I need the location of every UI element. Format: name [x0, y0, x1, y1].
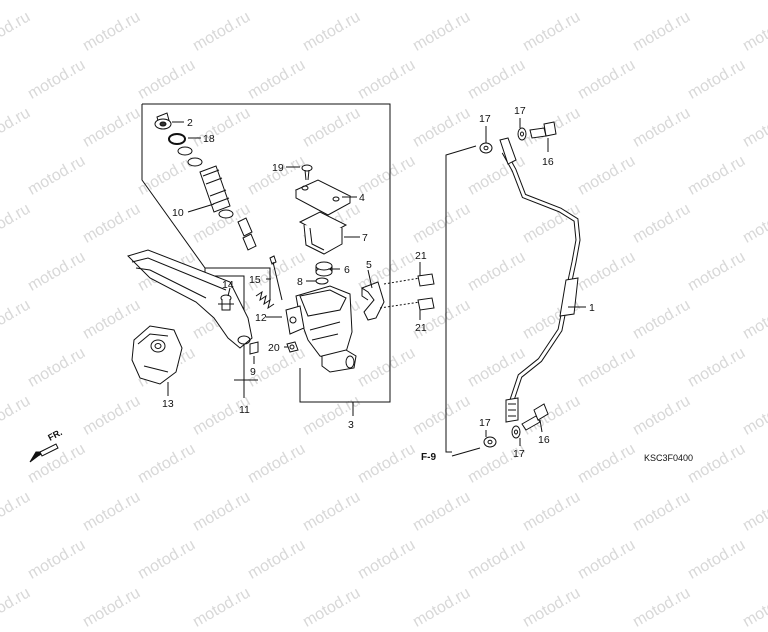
- callout-part-3: 3: [348, 419, 354, 431]
- brake-lever-part-11: [127, 249, 253, 349]
- callout-part-5: 5: [366, 259, 372, 271]
- watermark-text: motod.ru: [80, 584, 144, 631]
- float-part-6: [315, 261, 333, 277]
- callout-part-7: 7: [362, 232, 368, 244]
- parts-diagram: 2 18 10 19 4 7 6 8 5 15 12 20 21 21 3 11…: [29, 103, 693, 463]
- callout-part-2: 2: [187, 117, 193, 129]
- screw-part-19: [301, 164, 313, 181]
- callout-part-21-upper: 21: [415, 250, 427, 262]
- callout-part-20: 20: [268, 342, 280, 354]
- watermark-text: motod.ru: [520, 584, 584, 631]
- boot-part-13: [131, 325, 183, 385]
- circlip-part-18: [168, 133, 193, 156]
- callout-part-9: 9: [250, 366, 256, 378]
- master-cylinder-body: [285, 285, 357, 373]
- watermark-text: motod.ru: [300, 584, 364, 631]
- watermark-text: motod.ru: [410, 584, 474, 631]
- leader-lines: [167, 118, 586, 446]
- arrow-down-left-icon: [29, 443, 59, 463]
- bolt-part-16-lower: [521, 403, 549, 431]
- brake-hose-part-1: [499, 137, 581, 423]
- callout-part-12: 12: [255, 312, 267, 324]
- callout-part-16-upper: 16: [542, 156, 554, 168]
- bolt-part-15: [269, 255, 283, 301]
- callout-part-6: 6: [344, 264, 350, 276]
- reference-label: F-9: [421, 452, 436, 463]
- piston-set-part-10: [187, 157, 257, 251]
- bolt-part-21-lower: [379, 297, 435, 311]
- callout-part-17-lower-b: 17: [513, 448, 525, 460]
- callout-part-11: 11: [239, 404, 250, 416]
- plate-part-8: [315, 277, 329, 285]
- callout-part-19: 19: [272, 162, 284, 174]
- holder-part-5: [360, 281, 385, 321]
- spring-part-12: [255, 290, 275, 310]
- callout-part-10: 10: [172, 207, 184, 219]
- washer-part-17-upper-b: [517, 127, 527, 141]
- washer-part-17-lower-a: [483, 436, 497, 448]
- pivot-part-14: [218, 294, 234, 311]
- callout-part-13: 13: [162, 398, 174, 410]
- bolt-part-16-upper: [529, 121, 557, 139]
- callout-part-4: 4: [359, 192, 365, 204]
- reservoir-cap-part-4: [294, 179, 352, 216]
- diagram-code: KSC3F0400: [644, 453, 693, 463]
- nut-part-20: [286, 341, 299, 353]
- watermark-text: motod.ru: [630, 584, 694, 631]
- diaphragm-part-7: [298, 211, 348, 255]
- callout-part-16-lower: 16: [538, 434, 550, 446]
- callout-part-8: 8: [297, 276, 303, 288]
- washer-part-17-upper-a: [479, 142, 493, 154]
- nut-part-9: [249, 341, 259, 355]
- direction-label: FR.: [46, 427, 63, 443]
- callout-part-18: 18: [203, 133, 215, 145]
- reference-line-f9: [445, 145, 481, 457]
- callout-part-17-upper-b: 17: [514, 105, 526, 117]
- callout-part-17-lower-a: 17: [479, 417, 491, 429]
- callout-part-15: 15: [249, 274, 261, 286]
- washer-part-17-lower-b: [511, 425, 521, 439]
- callout-part-21-lower: 21: [415, 322, 427, 334]
- watermark-text: motod.ru: [190, 584, 254, 631]
- bolt-part-21-upper: [383, 273, 435, 287]
- oil-seal-part-2: [154, 112, 172, 130]
- watermark-text: motod.ru: [0, 584, 34, 631]
- callout-part-14: 14: [222, 279, 234, 291]
- watermark-text: motod.ru: [740, 584, 768, 631]
- callout-part-17-upper-a: 17: [479, 113, 491, 125]
- callout-part-1: 1: [589, 302, 595, 314]
